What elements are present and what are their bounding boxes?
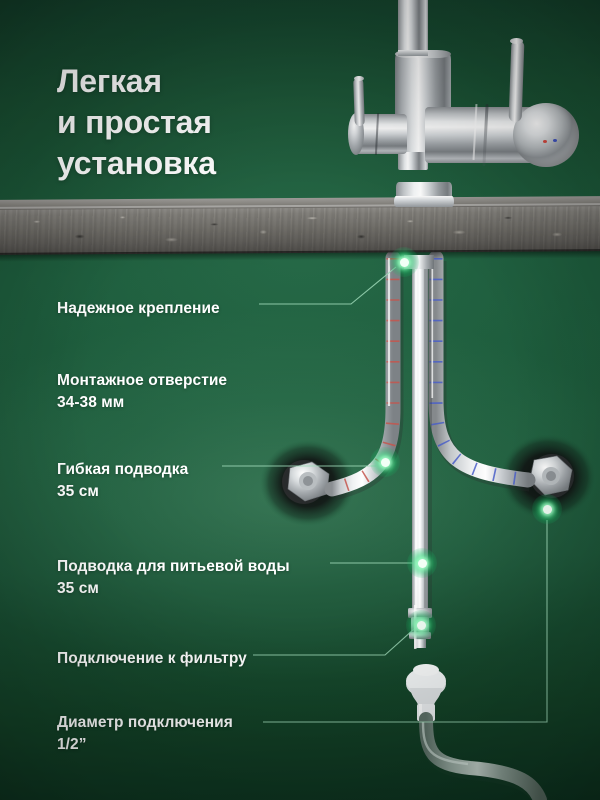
flexible-hose-cold [428, 250, 536, 492]
callout-label-diameter: Диаметр подключения 1/2” [57, 714, 233, 753]
hot-indicator-dot [543, 140, 547, 143]
callout-label-flex: Гибкая подводка 35 см [57, 461, 189, 500]
marker-filter-connection [406, 610, 436, 640]
marker-flex-hose [370, 447, 400, 477]
callout-label-mount: Надежное крепление [57, 300, 220, 317]
mixer-handle-right-tip [510, 38, 523, 44]
marker-connection-diameter [532, 494, 562, 524]
callout-label-filter: Подключение к фильтру [57, 650, 247, 667]
marker-mount [389, 247, 419, 277]
leader-line-mount [259, 266, 397, 305]
marker-drinking-hose [407, 548, 437, 578]
drinking-water-hose [412, 258, 432, 613]
callout-label-hole: Монтажное отверстие 34-38 мм [57, 372, 228, 411]
page-title: Легкая и простая установка [57, 63, 216, 182]
callout-label-drinking: Подводка для питьевой воды 35 см [57, 558, 290, 597]
angle-valve-right [500, 434, 596, 520]
faucet-collar [398, 50, 428, 56]
base-flange-rim [394, 196, 454, 207]
leader-line-filter [253, 628, 415, 656]
cold-indicator-dot [553, 139, 557, 142]
leader-line-diameter [263, 520, 548, 723]
mixer-right-cap [513, 103, 579, 167]
filter-tube [419, 712, 549, 800]
mixer-handle-left-tip [354, 76, 364, 81]
angle-valve-left [260, 440, 356, 526]
